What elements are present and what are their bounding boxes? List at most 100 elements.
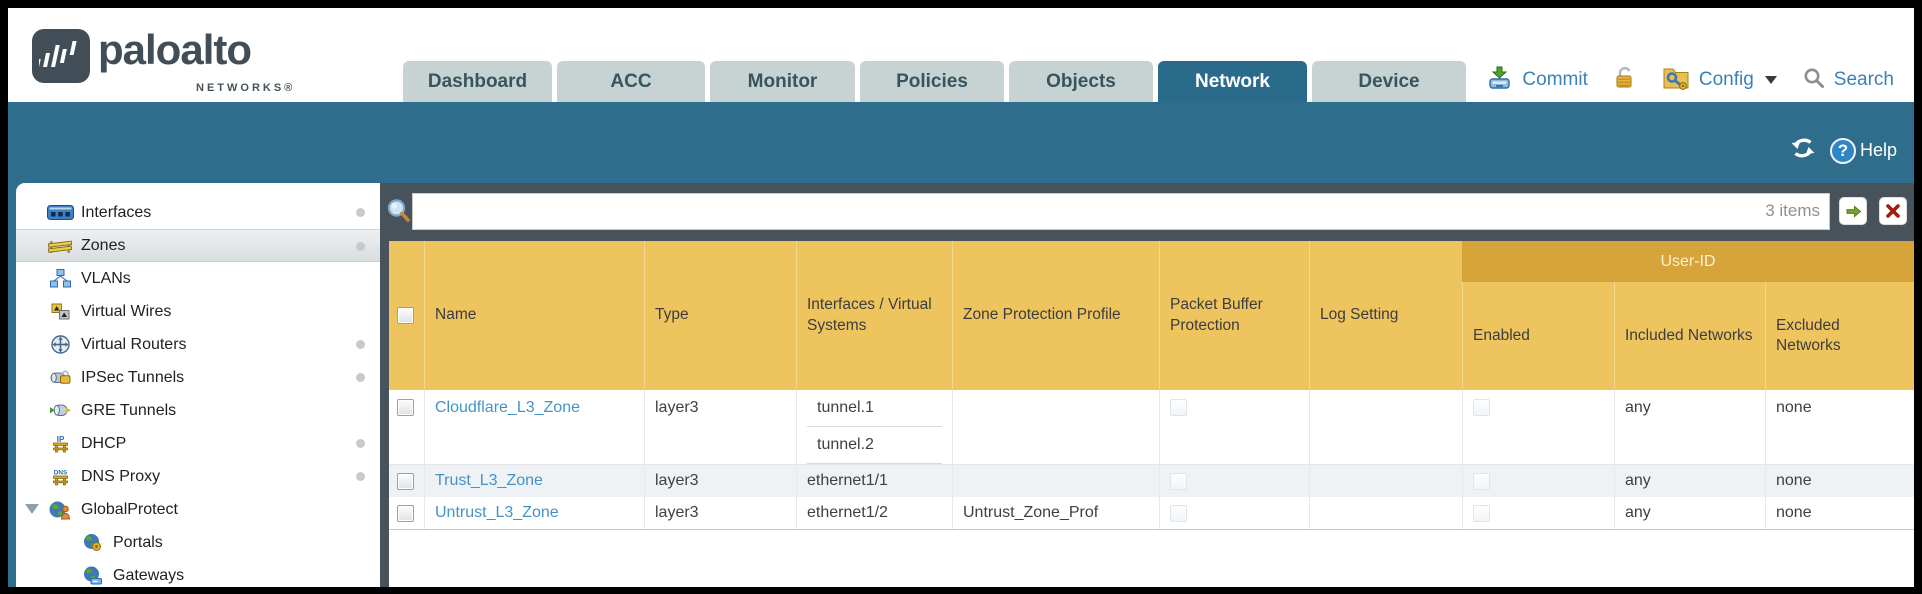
log-setting-cell xyxy=(1309,390,1462,464)
zone-name-link[interactable]: Untrust_L3_Zone xyxy=(435,504,559,521)
zone-type-cell: layer3 xyxy=(644,497,796,529)
network-sidebar: Interfaces Zones VLANs Vir xyxy=(16,183,380,587)
zone-name-link[interactable]: Trust_L3_Zone xyxy=(435,472,543,489)
sidebar-item-label: GRE Tunnels xyxy=(81,401,177,419)
help-button[interactable]: ? Help xyxy=(1829,137,1897,164)
included-networks-cell: any xyxy=(1614,390,1765,464)
commit-button[interactable]: Commit xyxy=(1522,69,1588,90)
table-row: Trust_L3_Zone layer3 ethernet1/1 any non… xyxy=(389,464,1914,497)
refresh-icon[interactable] xyxy=(1789,136,1817,165)
sidebar-item-gre-tunnels[interactable]: GRE Tunnels xyxy=(16,394,380,427)
sidebar-item-label: Zones xyxy=(81,236,126,254)
user-id-enabled-checkbox[interactable] xyxy=(1473,399,1490,416)
row-checkbox[interactable] xyxy=(397,504,414,522)
sidebar-item-dhcp[interactable]: IP DHCP xyxy=(16,427,380,460)
sidebar-item-label: Virtual Routers xyxy=(81,335,187,353)
row-checkbox[interactable] xyxy=(397,472,414,490)
dns-proxy-icon: DNS xyxy=(46,467,74,487)
sidebar-item-portals[interactable]: Portals xyxy=(16,526,380,559)
sidebar-item-zones[interactable]: Zones xyxy=(16,229,380,262)
svg-text:IP: IP xyxy=(56,435,64,444)
virtual-routers-icon xyxy=(46,335,74,354)
app-window: paloalto NETWORKS® Dashboard ACC Monitor… xyxy=(8,8,1914,587)
log-setting-cell xyxy=(1309,465,1462,497)
sidebar-item-label: Gateways xyxy=(113,566,185,584)
filter-input[interactable] xyxy=(412,193,1830,230)
tab-policies[interactable]: Policies xyxy=(860,61,1004,102)
commit-icon[interactable] xyxy=(1487,65,1513,96)
col-packet-buffer-protection[interactable]: Packet Buffer Protection xyxy=(1159,241,1309,390)
sidebar-item-label: IPSec Tunnels xyxy=(81,368,185,386)
portals-icon xyxy=(78,533,106,552)
filter-search-icon xyxy=(386,198,412,231)
sidebar-item-label: Portals xyxy=(113,533,163,551)
config-icon[interactable] xyxy=(1662,65,1690,96)
excluded-networks-cell: none xyxy=(1765,497,1914,529)
interface-entry: tunnel.2 xyxy=(807,427,942,464)
search-button[interactable]: Search xyxy=(1833,69,1894,90)
col-type[interactable]: Type xyxy=(644,241,796,390)
chevron-down-icon[interactable] xyxy=(1764,76,1777,84)
packet-buffer-checkbox[interactable] xyxy=(1170,399,1187,416)
virtual-wires-icon xyxy=(46,303,74,320)
apply-filter-button[interactable] xyxy=(1839,197,1867,225)
utility-bar: Commit xyxy=(1487,60,1894,100)
excluded-networks-cell: none xyxy=(1765,465,1914,497)
ipsec-tunnels-icon xyxy=(46,369,74,386)
log-setting-cell xyxy=(1309,497,1462,529)
col-enabled[interactable]: Enabled xyxy=(1462,282,1614,390)
table-header: Name Type Interfaces / Virtual Systems Z… xyxy=(389,241,1914,390)
sidebar-item-label: DNS Proxy xyxy=(81,467,161,485)
status-dot xyxy=(356,373,365,382)
clear-filter-button[interactable] xyxy=(1879,197,1907,225)
zone-interfaces-cell: tunnel.1 tunnel.2 xyxy=(796,390,952,464)
sidebar-item-dns-proxy[interactable]: DNS DNS Proxy xyxy=(16,460,380,493)
tab-objects[interactable]: Objects xyxy=(1009,61,1153,102)
zone-protection-cell: Untrust_Zone_Prof xyxy=(952,497,1159,529)
zone-interfaces-cell: ethernet1/1 xyxy=(796,465,952,497)
tab-dashboard[interactable]: Dashboard xyxy=(403,61,552,102)
vlans-icon xyxy=(46,269,74,288)
lock-icon[interactable] xyxy=(1614,65,1636,96)
zone-name-link[interactable]: Cloudflare_L3_Zone xyxy=(435,399,580,416)
zone-interfaces-cell: ethernet1/2 xyxy=(796,497,952,529)
col-log-setting[interactable]: Log Setting xyxy=(1309,241,1462,390)
zone-type-cell: layer3 xyxy=(644,465,796,497)
search-icon[interactable] xyxy=(1803,67,1825,94)
sidebar-item-label: DHCP xyxy=(81,434,127,452)
col-excluded-networks[interactable]: Excluded Networks xyxy=(1765,282,1914,390)
config-menu[interactable]: Config xyxy=(1698,69,1754,90)
col-name[interactable]: Name xyxy=(424,241,644,390)
user-id-enabled-checkbox[interactable] xyxy=(1473,504,1490,522)
status-dot xyxy=(356,439,365,448)
top-bar: paloalto NETWORKS® Dashboard ACC Monitor… xyxy=(8,8,1914,102)
col-zone-protection-profile[interactable]: Zone Protection Profile xyxy=(952,241,1159,390)
col-interfaces[interactable]: Interfaces / Virtual Systems xyxy=(796,241,952,390)
status-dot xyxy=(356,208,365,217)
sidebar-item-ipsec-tunnels[interactable]: IPSec Tunnels xyxy=(16,361,380,394)
packet-buffer-checkbox[interactable] xyxy=(1170,504,1187,522)
sidebar-item-vlans[interactable]: VLANs xyxy=(16,262,380,295)
col-included-networks[interactable]: Included Networks xyxy=(1614,282,1765,390)
tab-monitor[interactable]: Monitor xyxy=(710,61,855,102)
tab-acc[interactable]: ACC xyxy=(557,61,705,102)
tab-network[interactable]: Network xyxy=(1158,61,1307,102)
expander-triangle-icon[interactable] xyxy=(25,504,39,514)
packet-buffer-checkbox[interactable] xyxy=(1170,472,1187,490)
globalprotect-icon xyxy=(46,500,74,520)
tab-device[interactable]: Device xyxy=(1312,61,1466,102)
user-id-enabled-checkbox[interactable] xyxy=(1473,472,1490,490)
sidebar-item-gateways[interactable]: Gateways xyxy=(16,559,380,587)
status-dot xyxy=(356,242,365,251)
sidebar-item-virtual-routers[interactable]: Virtual Routers xyxy=(16,328,380,361)
sidebar-item-globalprotect[interactable]: GlobalProtect xyxy=(16,493,380,526)
sidebar-item-virtual-wires[interactable]: Virtual Wires xyxy=(16,295,380,328)
interfaces-icon xyxy=(46,205,74,220)
zones-table-pane: Name Type Interfaces / Virtual Systems Z… xyxy=(389,241,1914,587)
brand-name: paloalto xyxy=(98,26,252,73)
sidebar-item-interfaces[interactable]: Interfaces xyxy=(16,196,380,229)
main-tabs: Dashboard ACC Monitor Policies Objects N… xyxy=(403,61,1466,102)
row-checkbox[interactable] xyxy=(397,399,414,416)
status-dot xyxy=(356,340,365,349)
select-all-checkbox[interactable] xyxy=(397,307,414,324)
